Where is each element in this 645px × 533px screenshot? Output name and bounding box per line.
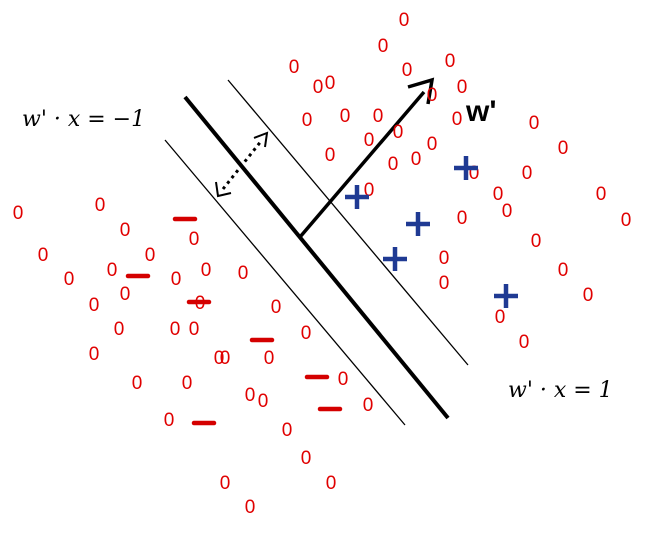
positive-point (383, 247, 407, 271)
unlabeled-point: 0 (399, 10, 410, 31)
positive-point (494, 284, 518, 308)
unlabeled-point: 0 (439, 273, 450, 294)
unlabeled-point: 0 (107, 260, 118, 281)
unlabeled-point: 0 (364, 130, 375, 151)
unlabeled-point: 0 (363, 395, 374, 416)
unlabeled-point: 0 (411, 149, 422, 170)
unlabeled-point: 0 (325, 73, 336, 94)
unlabeled-point: 0 (313, 77, 324, 98)
unlabeled-point: 0 (469, 163, 480, 184)
normal-vector-arrowhead (407, 77, 435, 105)
unlabeled-point: 0 (258, 391, 269, 412)
unlabeled-point: 0 (282, 420, 293, 441)
positive-point (454, 156, 478, 180)
unlabeled-point: 0 (325, 145, 336, 166)
unlabeled-point: 0 (271, 297, 282, 318)
margin-width-arrowhead-bottom (215, 181, 232, 198)
unlabeled-point: 0 (495, 307, 506, 328)
unlabeled-point: 0 (502, 201, 513, 222)
margin-label-negative: w' · x = −1 (22, 107, 145, 132)
unlabeled-point: 0 (132, 373, 143, 394)
unlabeled-point: 0 (493, 184, 504, 205)
unlabeled-point: 0 (264, 348, 275, 369)
unlabeled-point: 0 (95, 195, 106, 216)
unlabeled-point: 0 (522, 163, 533, 184)
margin-label-positive: w' · x = 1 (508, 378, 613, 403)
unlabeled-point: 0 (120, 220, 131, 241)
unlabeled-point: 0 (445, 51, 456, 72)
unlabeled-point: 0 (388, 154, 399, 175)
unlabeled-point: 0 (201, 260, 212, 281)
unlabeled-point: 0 (558, 260, 569, 281)
unlabeled-point: 0 (120, 284, 131, 305)
unlabeled-point: 0 (189, 319, 200, 340)
margin-width-arrowhead-top (253, 131, 269, 148)
normal-vector-label: w' (465, 95, 496, 128)
unlabeled-point: 0 (519, 332, 530, 353)
unlabeled-point: 0 (531, 231, 542, 252)
unlabeled-point: 0 (145, 245, 156, 266)
unlabeled-point: 0 (189, 229, 200, 250)
unlabeled-point: 0 (220, 473, 231, 494)
unlabeled-point: 0 (364, 180, 375, 201)
unlabeled-point: 0 (245, 497, 256, 518)
unlabeled-point: 0 (302, 110, 313, 131)
unlabeled-point: 0 (214, 348, 225, 369)
unlabeled-point: 0 (427, 134, 438, 155)
unlabeled-point: 0 (338, 369, 349, 390)
unlabeled-point: 0 (326, 473, 337, 494)
unlabeled-point: 0 (182, 373, 193, 394)
unlabeled-point: 0 (452, 109, 463, 130)
positive-points (345, 156, 518, 308)
unlabeled-point: 0 (596, 184, 607, 205)
unlabeled-point: 0 (340, 106, 351, 127)
unlabeled-point: 0 (378, 36, 389, 57)
unlabeled-point: 0 (457, 208, 468, 229)
unlabeled-point: 0 (38, 245, 49, 266)
unlabeled-point: 0 (114, 319, 125, 340)
unlabeled-point: 0 (583, 285, 594, 306)
unlabeled-point: 0 (220, 348, 231, 369)
unlabeled-point: 0 (89, 344, 100, 365)
normal-vector-shaft (298, 90, 426, 239)
unlabeled-point: 0 (301, 323, 312, 344)
unlabeled-point: 0 (289, 57, 300, 78)
positive-point (406, 212, 430, 236)
unlabeled-point: 0 (558, 138, 569, 159)
positive-point (345, 185, 369, 209)
unlabeled-point: 0 (170, 319, 181, 340)
unlabeled-point: 0 (238, 263, 249, 284)
unlabeled-point: 0 (301, 448, 312, 469)
unlabeled-point: 0 (439, 248, 450, 269)
unlabeled-point: 0 (402, 60, 413, 81)
unlabeled-point: 0 (621, 210, 632, 231)
unlabeled-point: 0 (245, 385, 256, 406)
unlabeled-point: 0 (529, 113, 540, 134)
margin-line-negative (164, 139, 406, 426)
decision-boundary (183, 95, 450, 420)
unlabeled-point: 0 (64, 269, 75, 290)
unlabeled-point: 0 (89, 295, 100, 316)
unlabeled-point: 0 (457, 77, 468, 98)
negative-points (125, 216, 343, 426)
unlabeled-point: 0 (171, 269, 182, 290)
unlabeled-point: 0 (13, 203, 24, 224)
unlabeled-point: 0 (393, 122, 404, 143)
unlabeled-point: 0 (373, 106, 384, 127)
margin-line-positive (227, 79, 469, 366)
unlabeled-point: 0 (164, 410, 175, 431)
unlabeled-point: 0 (427, 85, 438, 106)
